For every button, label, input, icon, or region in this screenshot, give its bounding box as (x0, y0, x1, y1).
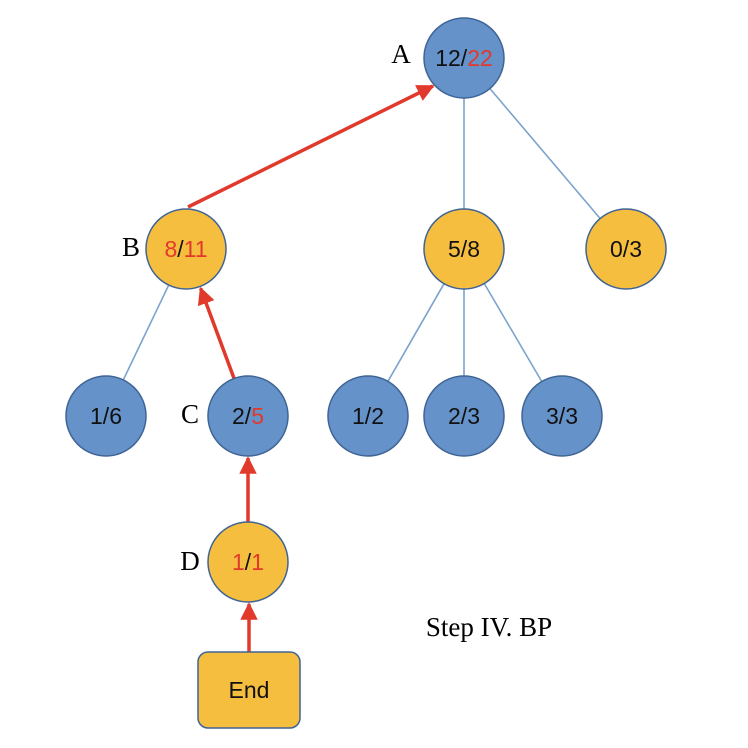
node-numerator: 12 (435, 45, 461, 71)
node-fraction-slash: / (461, 403, 468, 429)
node-value: 8/11 (164, 236, 207, 262)
tree-node-C: 2/5 C (181, 375, 289, 457)
node-circle (521, 375, 603, 457)
node-denominator: 3 (629, 236, 642, 262)
node-denominator: 1 (251, 549, 264, 575)
caption: Step IV. BP (426, 612, 552, 642)
tree-node-B: 8/11 B (122, 208, 227, 290)
node-numerator: 2 (232, 403, 245, 429)
end-box (197, 651, 301, 729)
node-circle (145, 208, 227, 290)
tree-node-n12: 1/2 (327, 375, 409, 457)
node-letter-label: C (181, 399, 199, 429)
tree-edge-B-n16 (122, 284, 170, 381)
node-circle (423, 17, 505, 99)
node-fraction-slash: / (623, 236, 630, 262)
node-fraction-slash: / (103, 403, 110, 429)
node-value: 3/3 (546, 403, 578, 429)
node-fraction-slash: / (177, 236, 184, 262)
node-denominator: 2 (371, 403, 384, 429)
node-value: 12/22 (435, 45, 493, 71)
node-letter-label: B (122, 232, 140, 262)
node-circle (207, 375, 289, 457)
bp-arrow-B-A (187, 84, 435, 209)
node-value: 0/3 (610, 236, 642, 262)
node-denominator: 11 (184, 236, 208, 262)
node-denominator: 5 (251, 403, 264, 429)
node-circle (327, 375, 409, 457)
node-numerator: 5 (448, 236, 461, 262)
node-denominator: 3 (467, 403, 480, 429)
node-value: 1/1 (232, 549, 264, 575)
node-fraction-slash: / (461, 236, 468, 262)
node-denominator: 3 (565, 403, 578, 429)
bp-arrow-C-B (197, 286, 236, 380)
tree-node-A: 12/22 A (391, 17, 505, 99)
node-value: 1/6 (90, 403, 122, 429)
tree-edge-A-n03 (489, 87, 601, 220)
tree-node-D: 1/1 D (180, 521, 289, 603)
edges-layer (122, 87, 601, 382)
node-denominator: 8 (467, 236, 480, 262)
tree-node-n58: 5/8 (423, 208, 505, 290)
node-numerator: 2 (448, 403, 461, 429)
tree-edge-n58-n33 (483, 283, 543, 382)
arrows-layer (187, 84, 435, 652)
node-circle (423, 208, 505, 290)
tree-edge-n58-n12 (387, 283, 445, 382)
node-numerator: 3 (546, 403, 559, 429)
node-value: 2/5 (232, 403, 264, 429)
node-fraction-slash: / (365, 403, 372, 429)
node-fraction-slash: / (245, 549, 252, 575)
node-numerator: 1 (352, 403, 365, 429)
node-letter-label: A (391, 39, 411, 69)
end-box-label: End (229, 677, 270, 703)
node-fraction-slash: / (245, 403, 252, 429)
node-numerator: 0 (610, 236, 623, 262)
node-fraction-slash: / (461, 45, 468, 71)
node-denominator: 6 (109, 403, 122, 429)
node-numerator: 1 (232, 549, 245, 575)
node-numerator: 1 (90, 403, 103, 429)
node-circle (65, 375, 147, 457)
node-value: 2/3 (448, 403, 480, 429)
node-circle (207, 521, 289, 603)
node-letter-label: D (180, 546, 200, 576)
node-fraction-slash: / (559, 403, 566, 429)
tree-node-n16: 1/6 (65, 375, 147, 457)
tree-node-n23: 2/3 (423, 375, 505, 457)
node-numerator: 8 (164, 236, 177, 262)
tree-node-n33: 3/3 (521, 375, 603, 457)
node-circle (423, 375, 505, 457)
end-box-group: End (197, 651, 301, 729)
node-value: 1/2 (352, 403, 384, 429)
node-denominator: 22 (467, 45, 493, 71)
node-circle (585, 208, 667, 290)
tree-node-n03: 0/3 (585, 208, 667, 290)
node-value: 5/8 (448, 236, 480, 262)
